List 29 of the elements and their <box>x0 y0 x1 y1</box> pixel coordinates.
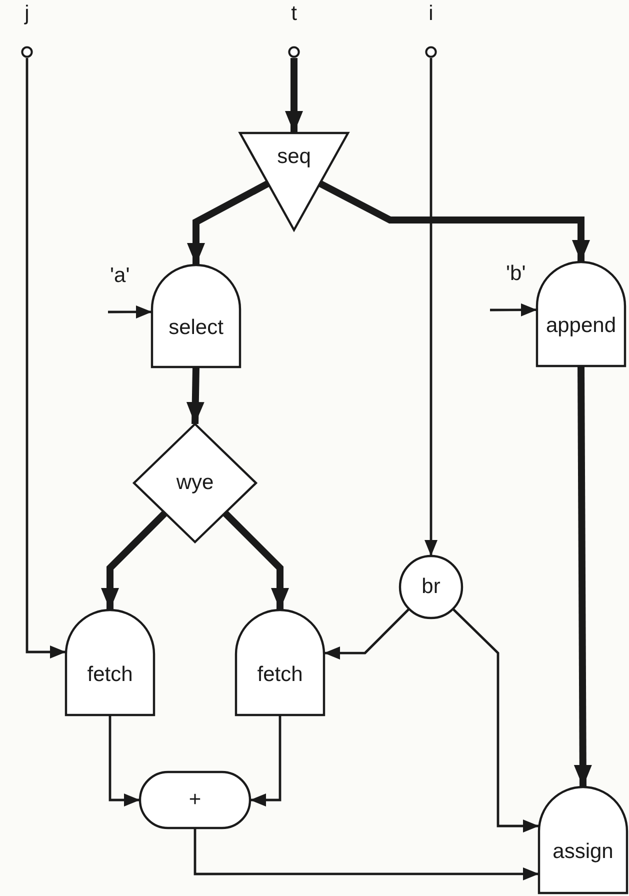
circle-node: br <box>400 556 462 618</box>
triangle-node: seq <box>240 133 348 230</box>
constant-label: 'a' <box>110 264 130 288</box>
arrow <box>187 180 270 265</box>
arrow <box>424 58 438 556</box>
operator-node: select <box>152 265 240 367</box>
arrow <box>318 180 590 262</box>
terminal-label: j <box>23 2 30 26</box>
arrow <box>108 715 140 806</box>
arrow <box>186 366 204 424</box>
terminal-label: t <box>290 2 298 26</box>
arrow <box>490 303 537 316</box>
arrow <box>574 366 592 788</box>
arrow <box>324 608 410 660</box>
arrow <box>452 608 539 832</box>
arrow <box>250 715 282 806</box>
decision-diamond: wye <box>134 424 256 542</box>
arrow <box>194 828 539 880</box>
operator-node: append <box>537 262 625 366</box>
operator-node: fetch <box>236 610 324 715</box>
arrow <box>108 305 152 318</box>
arrow <box>26 58 66 658</box>
constant-label: 'b' <box>506 262 526 286</box>
arrow <box>101 510 168 610</box>
arrow <box>222 510 289 610</box>
operator-node: assign <box>539 787 627 893</box>
terminal-label: i <box>428 2 434 26</box>
arrow <box>285 58 303 133</box>
operator-node: fetch <box>66 610 154 715</box>
